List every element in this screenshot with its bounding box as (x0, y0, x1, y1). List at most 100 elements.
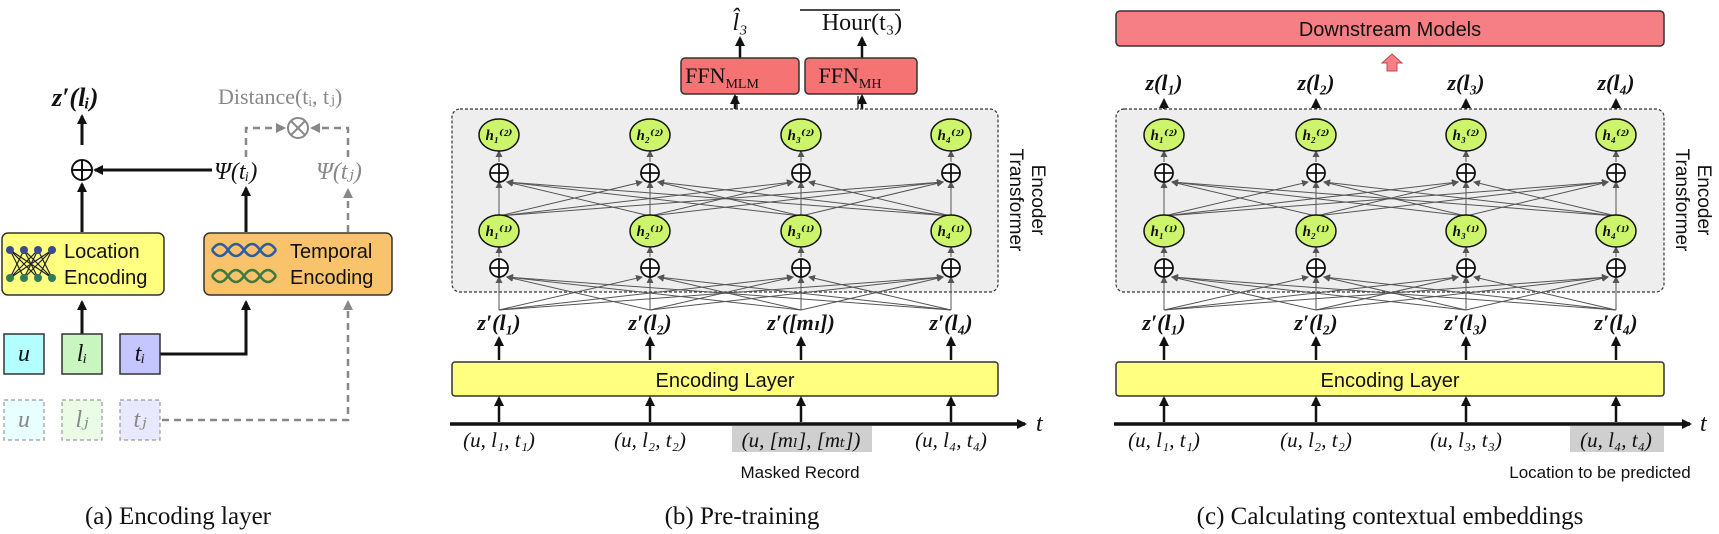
svg-text:h₄⁽²⁾: h₄⁽²⁾ (937, 128, 964, 144)
psi-i-label: Ψ(tᵢ) (214, 159, 257, 185)
h1-node: h₁⁽¹⁾ (478, 214, 520, 248)
location-encoding-line2: Encoding (64, 267, 147, 289)
ffn-mlm-box: FFNMLM (680, 57, 800, 95)
time-axis-b: t (1036, 411, 1044, 437)
contextual-output-label: z(l₃) (1447, 70, 1485, 95)
sum-operator (1456, 163, 1476, 183)
svg-text:h₄⁽¹⁾: h₄⁽¹⁾ (1602, 224, 1629, 240)
h1-node: h₄⁽¹⁾ (930, 214, 972, 248)
svg-text:h₄⁽²⁾: h₄⁽²⁾ (1602, 128, 1629, 144)
h1-node: h₁⁽¹⁾ (1143, 214, 1185, 248)
transformer-layers-b: h₁⁽¹⁾h₁⁽²⁾z′(l₁)h₂⁽¹⁾h₂⁽²⁾z′(l₂)h₃⁽¹⁾h₃⁽… (476, 118, 973, 360)
svg-text:h₁⁽¹⁾: h₁⁽¹⁾ (485, 224, 512, 240)
h2-node: h₂⁽²⁾ (629, 118, 671, 152)
sum-operator (640, 163, 660, 183)
h1-node: h₂⁽¹⁾ (1295, 214, 1337, 248)
location-encoding-box: Location Encoding (1, 232, 165, 296)
h2-node: h₁⁽²⁾ (478, 118, 520, 152)
out-l3-label: l̂₃ (732, 8, 747, 36)
svg-text:Encoder: Encoder (1027, 165, 1048, 236)
encoding-layer-b: Encoding Layer (451, 361, 999, 397)
temporal-encoding-box: Temporal Encoding (203, 232, 393, 296)
time-axis-c: t (1700, 411, 1708, 437)
svg-text:u: u (18, 341, 30, 367)
h1-node: h₃⁽¹⁾ (1445, 214, 1487, 248)
panel-b: l̂₃ Hour(t₃) FFNMLM FFNMH Transformer En… (450, 8, 1048, 530)
z-prime-label: z′(l₂) (1293, 310, 1337, 335)
h2-node: h₁⁽²⁾ (1143, 118, 1185, 152)
encoder-label-b: Transformer Encoder (1005, 149, 1048, 252)
svg-text:FFNMH: FFNMH (819, 63, 882, 92)
outputs-c: z(l₁)z(l₂)z(l₃)z(l₄) (1145, 70, 1635, 118)
record-label: (u, [mₗ], [mₜ]) (742, 428, 861, 452)
z-prime-label: z′([mₗ]) (766, 310, 835, 335)
h2-node: h₂⁽²⁾ (1295, 118, 1337, 152)
downstream-models-box: Downstream Models (1115, 10, 1665, 47)
encoder-box-c (1115, 108, 1665, 293)
svg-text:h₃⁽²⁾: h₃⁽²⁾ (1452, 128, 1479, 144)
input-l-j-faded: lⱼ (61, 399, 103, 441)
input-l-i: lᵢ (61, 333, 103, 375)
caption-a: (a) Encoding layer (85, 503, 272, 530)
z-prime-label: z′(l₁) (1141, 310, 1185, 335)
predict-note: Location to be predicted (1509, 463, 1690, 482)
h2-node: h₃⁽²⁾ (1445, 118, 1487, 152)
transformer-layers-c: h₁⁽¹⁾ h₁⁽²⁾ z′(l₁) h₂⁽¹⁾ h₂⁽²⁾ z′(l₂) h₃⁽¹⁾ h₃⁽… (1141, 118, 1638, 360)
sum-operator (489, 163, 509, 183)
svg-text:h₁⁽²⁾: h₁⁽²⁾ (1150, 128, 1177, 144)
record-label: (u, l₂, t₂) (1280, 428, 1352, 452)
up-arrow-icon (1380, 53, 1404, 72)
sum-operator (1154, 163, 1174, 183)
record-label: (u, l₁, t₁) (463, 428, 535, 452)
svg-text:lⱼ: lⱼ (75, 407, 89, 433)
sum-operator (1606, 258, 1626, 278)
svg-text:FFNMLM: FFNMLM (685, 63, 759, 92)
svg-text:h₃⁽¹⁾: h₃⁽¹⁾ (1452, 224, 1479, 240)
contextual-output-label: z(l₂) (1297, 70, 1335, 95)
network-icon (6, 246, 56, 282)
caption-c: (c) Calculating contextual embeddings (1197, 503, 1584, 530)
distance-label: Distance(tᵢ, tⱼ) (218, 84, 342, 109)
sum-operator (71, 159, 93, 181)
contextual-output-label: z(l₁) (1145, 70, 1183, 95)
panel-a: z′(lᵢ) Ψ(tᵢ) Distance(tᵢ, tⱼ) Ψ(tⱼ) (1, 83, 393, 530)
record-label: (u, l₁, t₁) (1128, 428, 1200, 452)
z-prime-label: z′(l₁) (476, 310, 520, 335)
h2-node: h₄⁽²⁾ (1595, 118, 1637, 152)
svg-text:tⱼ: tⱼ (133, 407, 147, 433)
svg-text:Transformer: Transformer (1671, 149, 1692, 252)
sum-operator (1306, 163, 1326, 183)
sum-operator (791, 163, 811, 183)
out-hour-label: Hour(t₃) (822, 10, 902, 36)
record-label: (u, l₃, t₃) (1430, 428, 1502, 452)
sum-operator (941, 258, 961, 278)
masked-note: Masked Record (740, 463, 859, 482)
sum-operator (1456, 258, 1476, 278)
svg-text:Encoder: Encoder (1693, 165, 1714, 236)
svg-text:h₂⁽¹⁾: h₂⁽¹⁾ (1302, 224, 1329, 240)
ffn-mh-box: FFNMH (804, 57, 918, 95)
svg-text:Transformer: Transformer (1005, 149, 1026, 252)
caption-b: (b) Pre-training (665, 503, 820, 530)
z-prime-label: z′(l₄) (928, 310, 972, 335)
wave-icon (210, 242, 278, 284)
panel-c: Downstream Models z(l₁)z(l₂)z(l₃)z(l₄) T… (1114, 10, 1714, 530)
product-operator (287, 117, 309, 139)
encoder-box-b (451, 108, 999, 293)
svg-text:h₃⁽²⁾: h₃⁽²⁾ (787, 128, 814, 144)
svg-text:Encoding Layer: Encoding Layer (656, 370, 795, 392)
temporal-encoding-line1: Temporal (290, 241, 372, 263)
svg-text:h₄⁽¹⁾: h₄⁽¹⁾ (937, 224, 964, 240)
input-t-i: tᵢ (119, 333, 161, 375)
record-label: (u, l₄, t₄) (1580, 428, 1652, 452)
temporal-encoding-line2: Encoding (290, 267, 373, 289)
record-label: (u, l₂, t₂) (614, 428, 686, 452)
sum-operator (1154, 258, 1174, 278)
svg-text:h₂⁽¹⁾: h₂⁽¹⁾ (636, 224, 663, 240)
sum-operator (640, 258, 660, 278)
sum-operator (1606, 163, 1626, 183)
svg-text:h₂⁽²⁾: h₂⁽²⁾ (636, 128, 663, 144)
output-z-label: z′(lᵢ) (51, 83, 98, 112)
z-prime-label: z′(l₃) (1443, 310, 1487, 335)
